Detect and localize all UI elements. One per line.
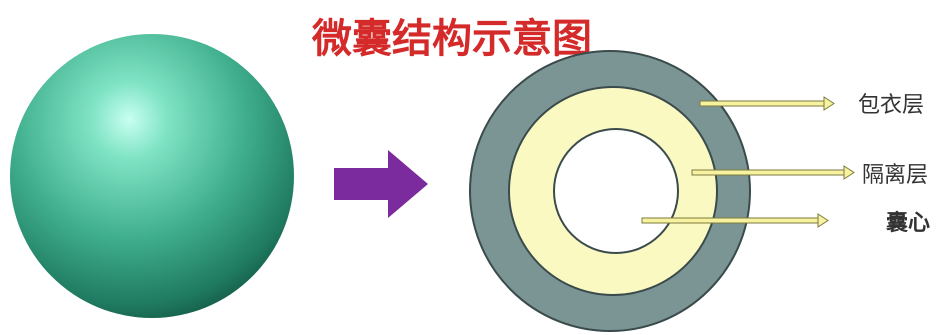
isolation-layer-label: 隔离层 [862,163,928,188]
capsule-core [553,128,679,254]
direction-arrow [334,150,428,218]
core-label: 囊心 [885,210,930,236]
isolation-layer-pointer [691,165,855,180]
coating-layer-pointer [699,96,835,111]
diagram-title: 微囊结构示意图 [311,16,592,62]
core-pointer [641,213,829,228]
microcapsule-cross-section [469,50,751,332]
coating-layer-label: 包衣层 [858,93,924,118]
microcapsule-sphere [10,34,294,318]
